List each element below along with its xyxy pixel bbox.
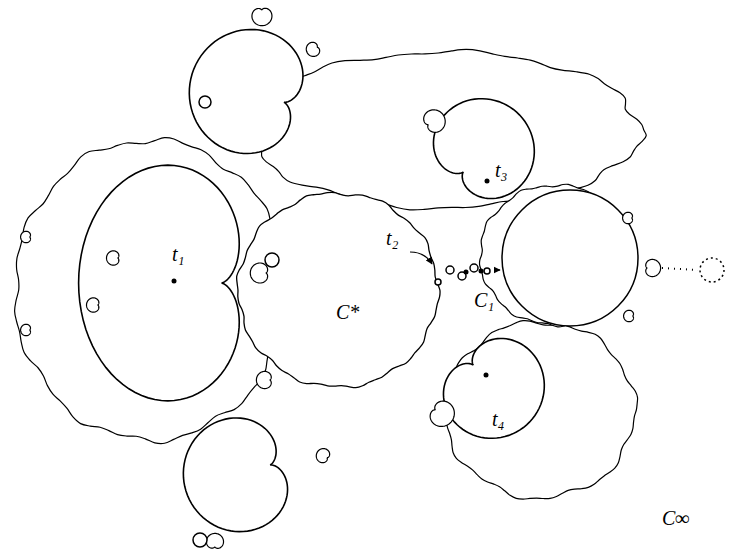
small-component bbox=[87, 298, 99, 312]
small-component bbox=[256, 371, 271, 388]
point-label: t₂ bbox=[386, 228, 399, 248]
satellite-component bbox=[189, 29, 303, 153]
satellite-component bbox=[433, 99, 534, 199]
small-component bbox=[21, 231, 31, 242]
region-label: C₁ bbox=[474, 290, 494, 310]
small-component bbox=[624, 310, 634, 321]
leader-arrow bbox=[410, 252, 432, 264]
limit-disk bbox=[700, 258, 724, 282]
point-label: t₁ bbox=[172, 244, 185, 264]
small-component bbox=[306, 42, 319, 56]
central-region bbox=[237, 192, 440, 387]
small-component bbox=[107, 251, 119, 265]
region-label: C∞ bbox=[662, 508, 690, 528]
small-component bbox=[316, 449, 329, 463]
point-label: t₃ bbox=[495, 160, 508, 180]
small-component bbox=[430, 401, 454, 426]
small-component bbox=[265, 253, 279, 267]
satellite-component bbox=[443, 338, 544, 438]
marked-point bbox=[479, 269, 484, 274]
marked-point bbox=[484, 373, 489, 378]
marked-point bbox=[172, 279, 177, 284]
small-component bbox=[623, 212, 633, 223]
main-component bbox=[79, 165, 240, 401]
escape-region-outline bbox=[245, 49, 646, 209]
small-component bbox=[424, 110, 446, 132]
small-component bbox=[193, 533, 207, 547]
small-component bbox=[252, 8, 272, 25]
small-component bbox=[206, 533, 223, 548]
small-component bbox=[646, 259, 661, 276]
marked-point bbox=[464, 270, 469, 275]
small-component bbox=[484, 268, 490, 274]
small-component bbox=[199, 96, 211, 108]
small-component bbox=[435, 279, 441, 285]
leader-arrow bbox=[494, 269, 500, 270]
small-component bbox=[470, 264, 478, 272]
dotted-trail bbox=[662, 268, 698, 270]
region-label: C* bbox=[336, 302, 359, 322]
small-component bbox=[21, 324, 31, 335]
small-component bbox=[250, 263, 267, 283]
marked-point bbox=[485, 179, 490, 184]
satellite-component bbox=[183, 418, 287, 532]
disk-component bbox=[502, 190, 638, 326]
small-component bbox=[446, 266, 454, 274]
point-label: t₄ bbox=[492, 409, 505, 429]
